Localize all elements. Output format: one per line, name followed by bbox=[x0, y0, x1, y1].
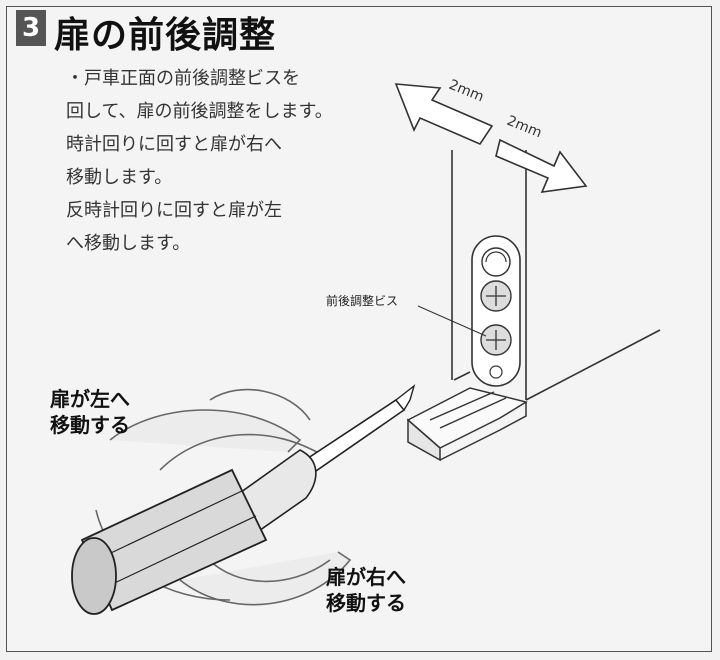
left-move-label-line: 扉が左へ bbox=[50, 387, 130, 411]
instruction-line: 移動します。 bbox=[66, 167, 173, 188]
screw-leader-line bbox=[417, 305, 487, 337]
left-move-label-line: 移動する bbox=[50, 413, 130, 437]
door-panel bbox=[451, 150, 661, 401]
instruction-line: 時計回りに回すと扉が右へ bbox=[66, 134, 282, 155]
instruction-line: 反時計回りに回すと扉が左 bbox=[66, 200, 282, 221]
instruction-line: へ移動します。 bbox=[66, 233, 191, 254]
left-move-label: 扉が左へ 移動する bbox=[50, 386, 130, 438]
step-number-badge: 3 bbox=[16, 10, 46, 46]
screwdriver bbox=[71, 384, 416, 615]
right-move-label: 扉が右へ 移動する bbox=[326, 564, 406, 616]
roller-plate bbox=[471, 235, 521, 387]
arrow-left-mm-label: 2mm bbox=[447, 77, 487, 105]
instruction-line: ・戸車正面の前後調整ビスを bbox=[66, 68, 300, 89]
section-title: 扉の前後調整 bbox=[54, 15, 277, 56]
instruction-text: ・戸車正面の前後調整ビスを 回して、扉の前後調整をします。 時計回りに回すと扉が… bbox=[66, 62, 366, 260]
right-move-label-line: 扉が右へ bbox=[326, 565, 406, 589]
rail bbox=[406, 387, 528, 462]
move-left-arrow bbox=[394, 83, 494, 145]
screw-label: 前後調整ビス bbox=[326, 294, 399, 308]
instruction-line: 回して、扉の前後調整をします。 bbox=[66, 101, 333, 122]
move-right-arrow bbox=[495, 138, 588, 193]
right-move-label-line: 移動する bbox=[326, 591, 406, 615]
arrow-right-mm-label: 2mm bbox=[505, 113, 545, 141]
rotation-arrows bbox=[95, 388, 352, 606]
